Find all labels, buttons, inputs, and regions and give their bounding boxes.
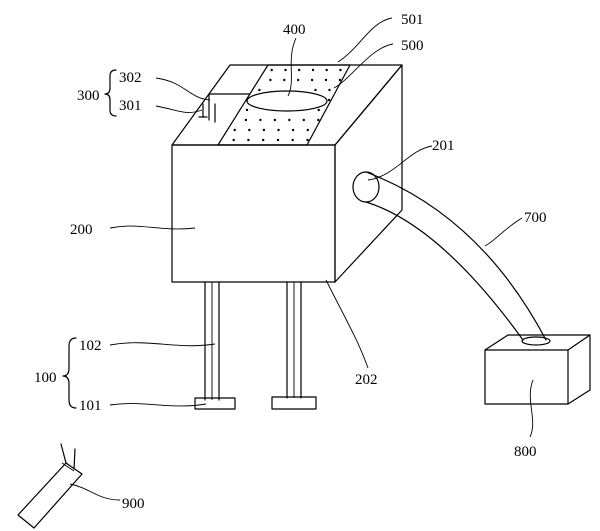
filter-dot <box>314 88 317 92</box>
filter-dot <box>277 128 280 132</box>
filter-dot <box>259 118 262 122</box>
label-302: 302 <box>119 70 142 86</box>
filter-dot <box>262 138 265 142</box>
label-201: 201 <box>432 138 455 154</box>
filter-dot <box>245 108 249 112</box>
label-700: 700 <box>524 210 547 226</box>
label-200: 200 <box>70 222 93 238</box>
label-500: 500 <box>401 38 424 54</box>
filter-dot <box>283 78 286 82</box>
filter-dot <box>248 128 251 132</box>
filter-dot <box>269 78 272 82</box>
filter-dot <box>258 88 261 92</box>
brace-300 <box>104 69 117 117</box>
filter-dot <box>297 78 300 82</box>
label-100: 100 <box>34 370 57 386</box>
filter-dot <box>273 118 277 122</box>
feed-opening <box>246 90 328 112</box>
collector-800 <box>484 334 591 405</box>
leg-right <box>286 281 302 399</box>
filter-dot <box>284 68 287 72</box>
label-900: 900 <box>122 496 145 512</box>
component-301 <box>198 103 216 123</box>
filter-dot <box>262 128 266 132</box>
filter-dot <box>325 68 328 72</box>
filter-dot <box>276 138 280 142</box>
filter-dot <box>232 138 235 142</box>
label-101: 101 <box>79 398 102 414</box>
filter-dot <box>317 108 320 112</box>
filter-dot <box>306 138 309 142</box>
foot-left <box>194 397 236 410</box>
filter-dot <box>328 88 331 92</box>
filter-dot <box>339 68 342 72</box>
filter-dot <box>311 68 315 72</box>
filter-area-dotted <box>217 64 351 146</box>
filter-dot <box>338 78 342 82</box>
label-400: 400 <box>283 22 306 38</box>
filter-dot <box>327 98 331 102</box>
filter-dot <box>247 138 250 142</box>
filter-dot <box>298 68 301 72</box>
filter-dot <box>324 78 328 82</box>
leader-lines <box>69 17 534 501</box>
filter-dot <box>310 78 314 82</box>
outlet-201 <box>352 171 380 203</box>
component-302 <box>208 93 251 121</box>
filter-dot <box>270 68 273 72</box>
label-301: 301 <box>119 98 142 114</box>
filter-dot <box>306 128 309 132</box>
filter-dot <box>244 118 248 122</box>
label-501: 501 <box>401 12 424 28</box>
label-202: 202 <box>355 372 378 388</box>
filter-dot <box>302 118 305 122</box>
filter-dot <box>288 118 291 122</box>
box-body <box>171 64 403 283</box>
device-900 <box>17 443 83 529</box>
pipe-700 <box>365 171 547 341</box>
label-800: 800 <box>514 444 537 460</box>
filter-dots <box>232 68 342 142</box>
filter-dot <box>233 128 236 132</box>
filter-dot <box>317 118 320 122</box>
label-300: 300 <box>77 88 100 104</box>
foot-right <box>271 396 317 410</box>
filter-dot <box>291 128 295 132</box>
filter-dot <box>291 138 294 142</box>
brace-100 <box>62 337 77 409</box>
leg-left <box>204 281 220 401</box>
label-102: 102 <box>79 338 102 354</box>
